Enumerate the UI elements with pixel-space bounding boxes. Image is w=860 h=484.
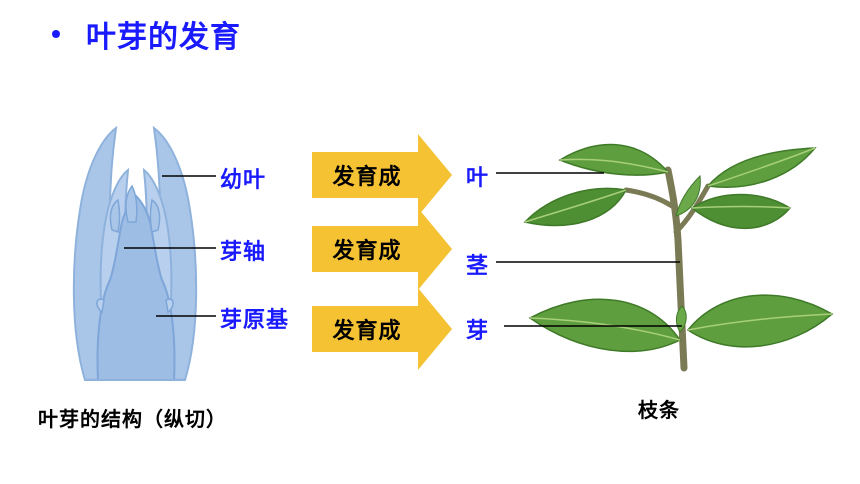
caption-branch: 枝条 bbox=[638, 398, 680, 422]
leaf-bud-illustration bbox=[72, 125, 198, 382]
page-title: 叶芽的发育 bbox=[86, 20, 241, 55]
bullet-dot bbox=[52, 30, 60, 38]
arrow-label: 发育成 bbox=[332, 319, 402, 344]
title-row: 叶芽的发育 bbox=[52, 14, 241, 55]
arrow-1: 发育成 bbox=[312, 143, 448, 207]
label-young-leaf: 幼叶 bbox=[220, 168, 267, 193]
arrow-shape-1 bbox=[312, 134, 452, 216]
arrow-label: 发育成 bbox=[332, 239, 402, 264]
label-bud-axis: 芽轴 bbox=[220, 240, 267, 265]
branch-illustration bbox=[523, 143, 834, 372]
label-leaf: 叶 bbox=[466, 166, 490, 191]
caption-bud-structure: 叶芽的结构（纵切） bbox=[38, 407, 227, 431]
arrow-shape-2 bbox=[312, 208, 452, 290]
label-bud-primordium: 芽原基 bbox=[220, 308, 290, 333]
label-stem: 茎 bbox=[466, 254, 490, 279]
arrow-2: 发育成 bbox=[312, 217, 448, 281]
label-bud: 芽 bbox=[466, 319, 490, 344]
arrow-3: 发育成 bbox=[312, 297, 448, 361]
arrow-label: 发育成 bbox=[332, 165, 402, 190]
arrow-shape-3 bbox=[312, 288, 452, 370]
